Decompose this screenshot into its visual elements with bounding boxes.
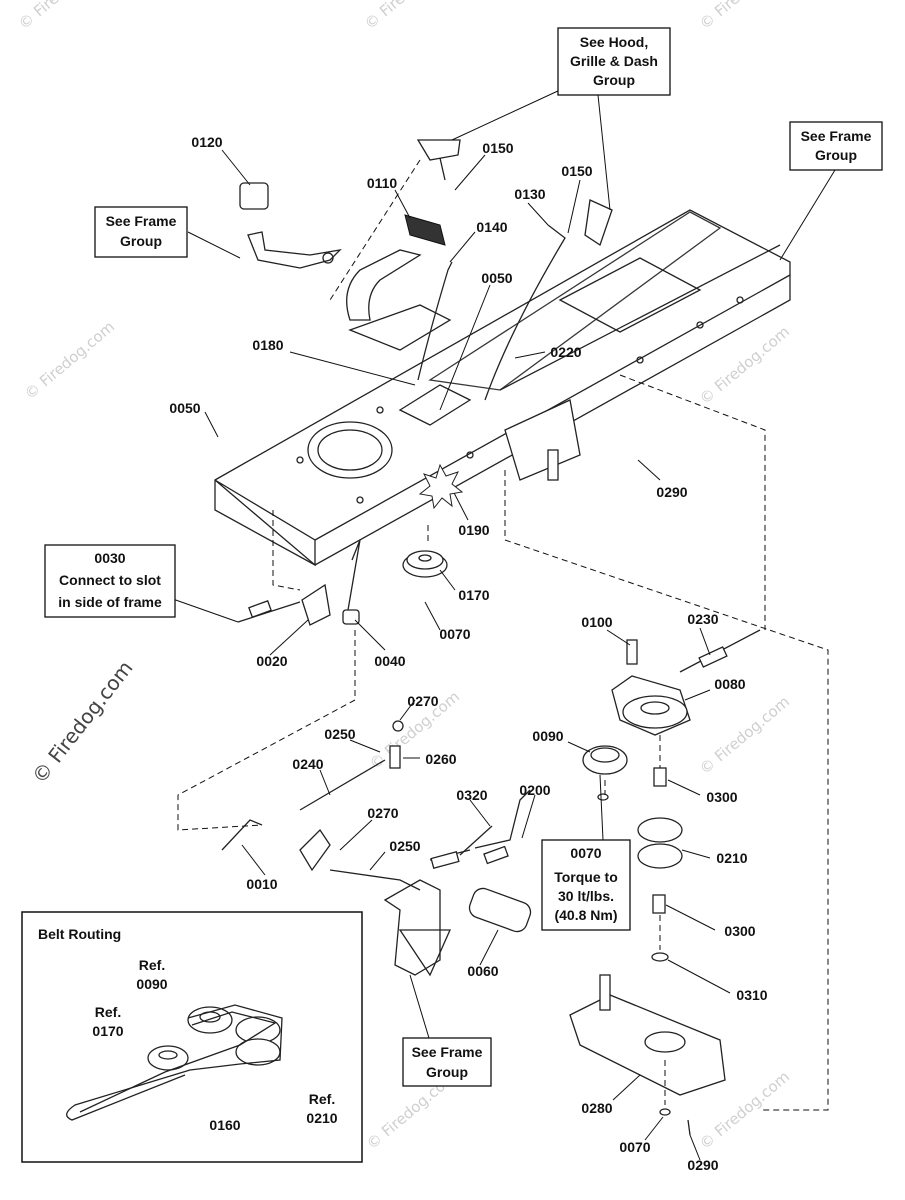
part-label: 0170 — [458, 587, 489, 603]
callout-line: (40.8 Nm) — [554, 907, 617, 923]
part-label: 0020 — [256, 653, 287, 669]
callout-line: Torque to — [554, 869, 618, 885]
callout-line: See Hood, — [580, 34, 648, 50]
callout-line: in side of frame — [58, 594, 162, 610]
callout-line: Group — [815, 147, 857, 163]
pulley-assembly — [402, 550, 761, 1136]
watermark-small: © Firedog.com — [696, 0, 793, 33]
callout-hood: See Hood, Grille & Dash Group — [557, 27, 671, 96]
part-label: 0240 — [292, 756, 323, 772]
callout-line: See Frame — [801, 128, 872, 144]
watermark-small: © Firedog.com — [361, 0, 458, 33]
callout-line: Group — [120, 233, 162, 249]
part-label: 0110 — [367, 175, 398, 191]
part-label: 0290 — [687, 1157, 718, 1173]
callout-frame-top-right: See Frame Group — [789, 121, 883, 171]
inset-ref-label: 0090 — [136, 976, 167, 992]
part-label: 0130 — [514, 186, 545, 202]
part-label: 0150 — [482, 140, 513, 156]
part-label: 0290 — [656, 484, 687, 500]
part-label: 0100 — [581, 614, 612, 630]
inset-ref-label: Ref. — [139, 957, 165, 973]
part-label: 0190 — [458, 522, 489, 538]
part-label: 0300 — [706, 789, 737, 805]
dashed-guides — [177, 374, 829, 1111]
callout-slot-note: 0030 Connect to slot in side of frame — [44, 544, 176, 618]
inset-belt-label: 0160 — [209, 1117, 240, 1133]
part-label: 0280 — [581, 1100, 612, 1116]
callout-frame-bottom: See Frame Group — [402, 1037, 492, 1087]
part-label: 0230 — [687, 611, 718, 627]
callout-line: Group — [593, 72, 635, 88]
part-label: 0250 — [389, 838, 420, 854]
pedal-assembly — [239, 139, 613, 401]
part-label: 0270 — [407, 693, 438, 709]
linkage-assembly — [221, 539, 532, 977]
part-label: 0040 — [374, 653, 405, 669]
callout-line: 30 lt/lbs. — [558, 888, 614, 904]
hardware-burst — [418, 463, 464, 510]
inset-ref-label: Ref. — [309, 1091, 335, 1107]
part-label: 0050 — [169, 400, 200, 416]
inset-title: Belt Routing — [38, 926, 121, 942]
part-label: 0070 — [439, 626, 470, 642]
callout-line: 0070 — [570, 845, 601, 861]
callout-line: See Frame — [412, 1044, 483, 1060]
callout-frame-left: See Frame Group — [94, 206, 188, 258]
part-label: 0150 — [561, 163, 592, 179]
part-label: 0270 — [367, 805, 398, 821]
inset-pulley-0170 — [147, 1045, 189, 1071]
main-frame — [214, 209, 791, 567]
part-label: 0260 — [425, 751, 456, 767]
part-label: 0080 — [714, 676, 745, 692]
part-label: 0300 — [724, 923, 755, 939]
watermark-main: © Firedog.com — [27, 656, 137, 788]
belt-routing-inset: Belt Routing Ref. 0090 Ref. 0170 Ref. 02… — [21, 911, 363, 1163]
part-label: 0220 — [550, 344, 581, 360]
part-label: 0180 — [252, 337, 283, 353]
part-label: 0320 — [456, 787, 487, 803]
callout-line: Grille & Dash — [570, 53, 658, 69]
watermark-small: © Firedog.com — [696, 693, 793, 778]
part-label: 0120 — [191, 134, 222, 150]
part-label: 0310 — [736, 987, 767, 1003]
part-label: 0210 — [716, 850, 747, 866]
inset-belt — [66, 1004, 283, 1121]
inset-ref-label: 0210 — [306, 1110, 337, 1126]
callout-line: Group — [426, 1064, 468, 1080]
callout-line: See Frame — [106, 213, 177, 229]
part-label: 0010 — [246, 876, 277, 892]
callout-line: Connect to slot — [59, 572, 161, 588]
inset-pulley-0090 — [187, 1006, 233, 1034]
part-label: 0200 — [519, 782, 550, 798]
inset-ref-label: Ref. — [95, 1004, 121, 1020]
part-label: 0070 — [619, 1139, 650, 1155]
part-number-labels: 0120 0150 0110 0140 0130 0150 0050 0180 … — [169, 134, 767, 1173]
part-label: 0140 — [476, 219, 507, 235]
part-label: 0090 — [532, 728, 563, 744]
watermark-small: © Firedog.com — [15, 0, 112, 33]
inset-ref-label: 0170 — [92, 1023, 123, 1039]
watermark-small: © Firedog.com — [21, 318, 118, 403]
part-label: 0060 — [467, 963, 498, 979]
callout-torque-note: 0070 Torque to 30 lt/lbs. (40.8 Nm) — [541, 839, 631, 931]
callout-line: 0030 — [94, 550, 125, 566]
part-label: 0250 — [324, 726, 355, 742]
part-label: 0050 — [481, 270, 512, 286]
